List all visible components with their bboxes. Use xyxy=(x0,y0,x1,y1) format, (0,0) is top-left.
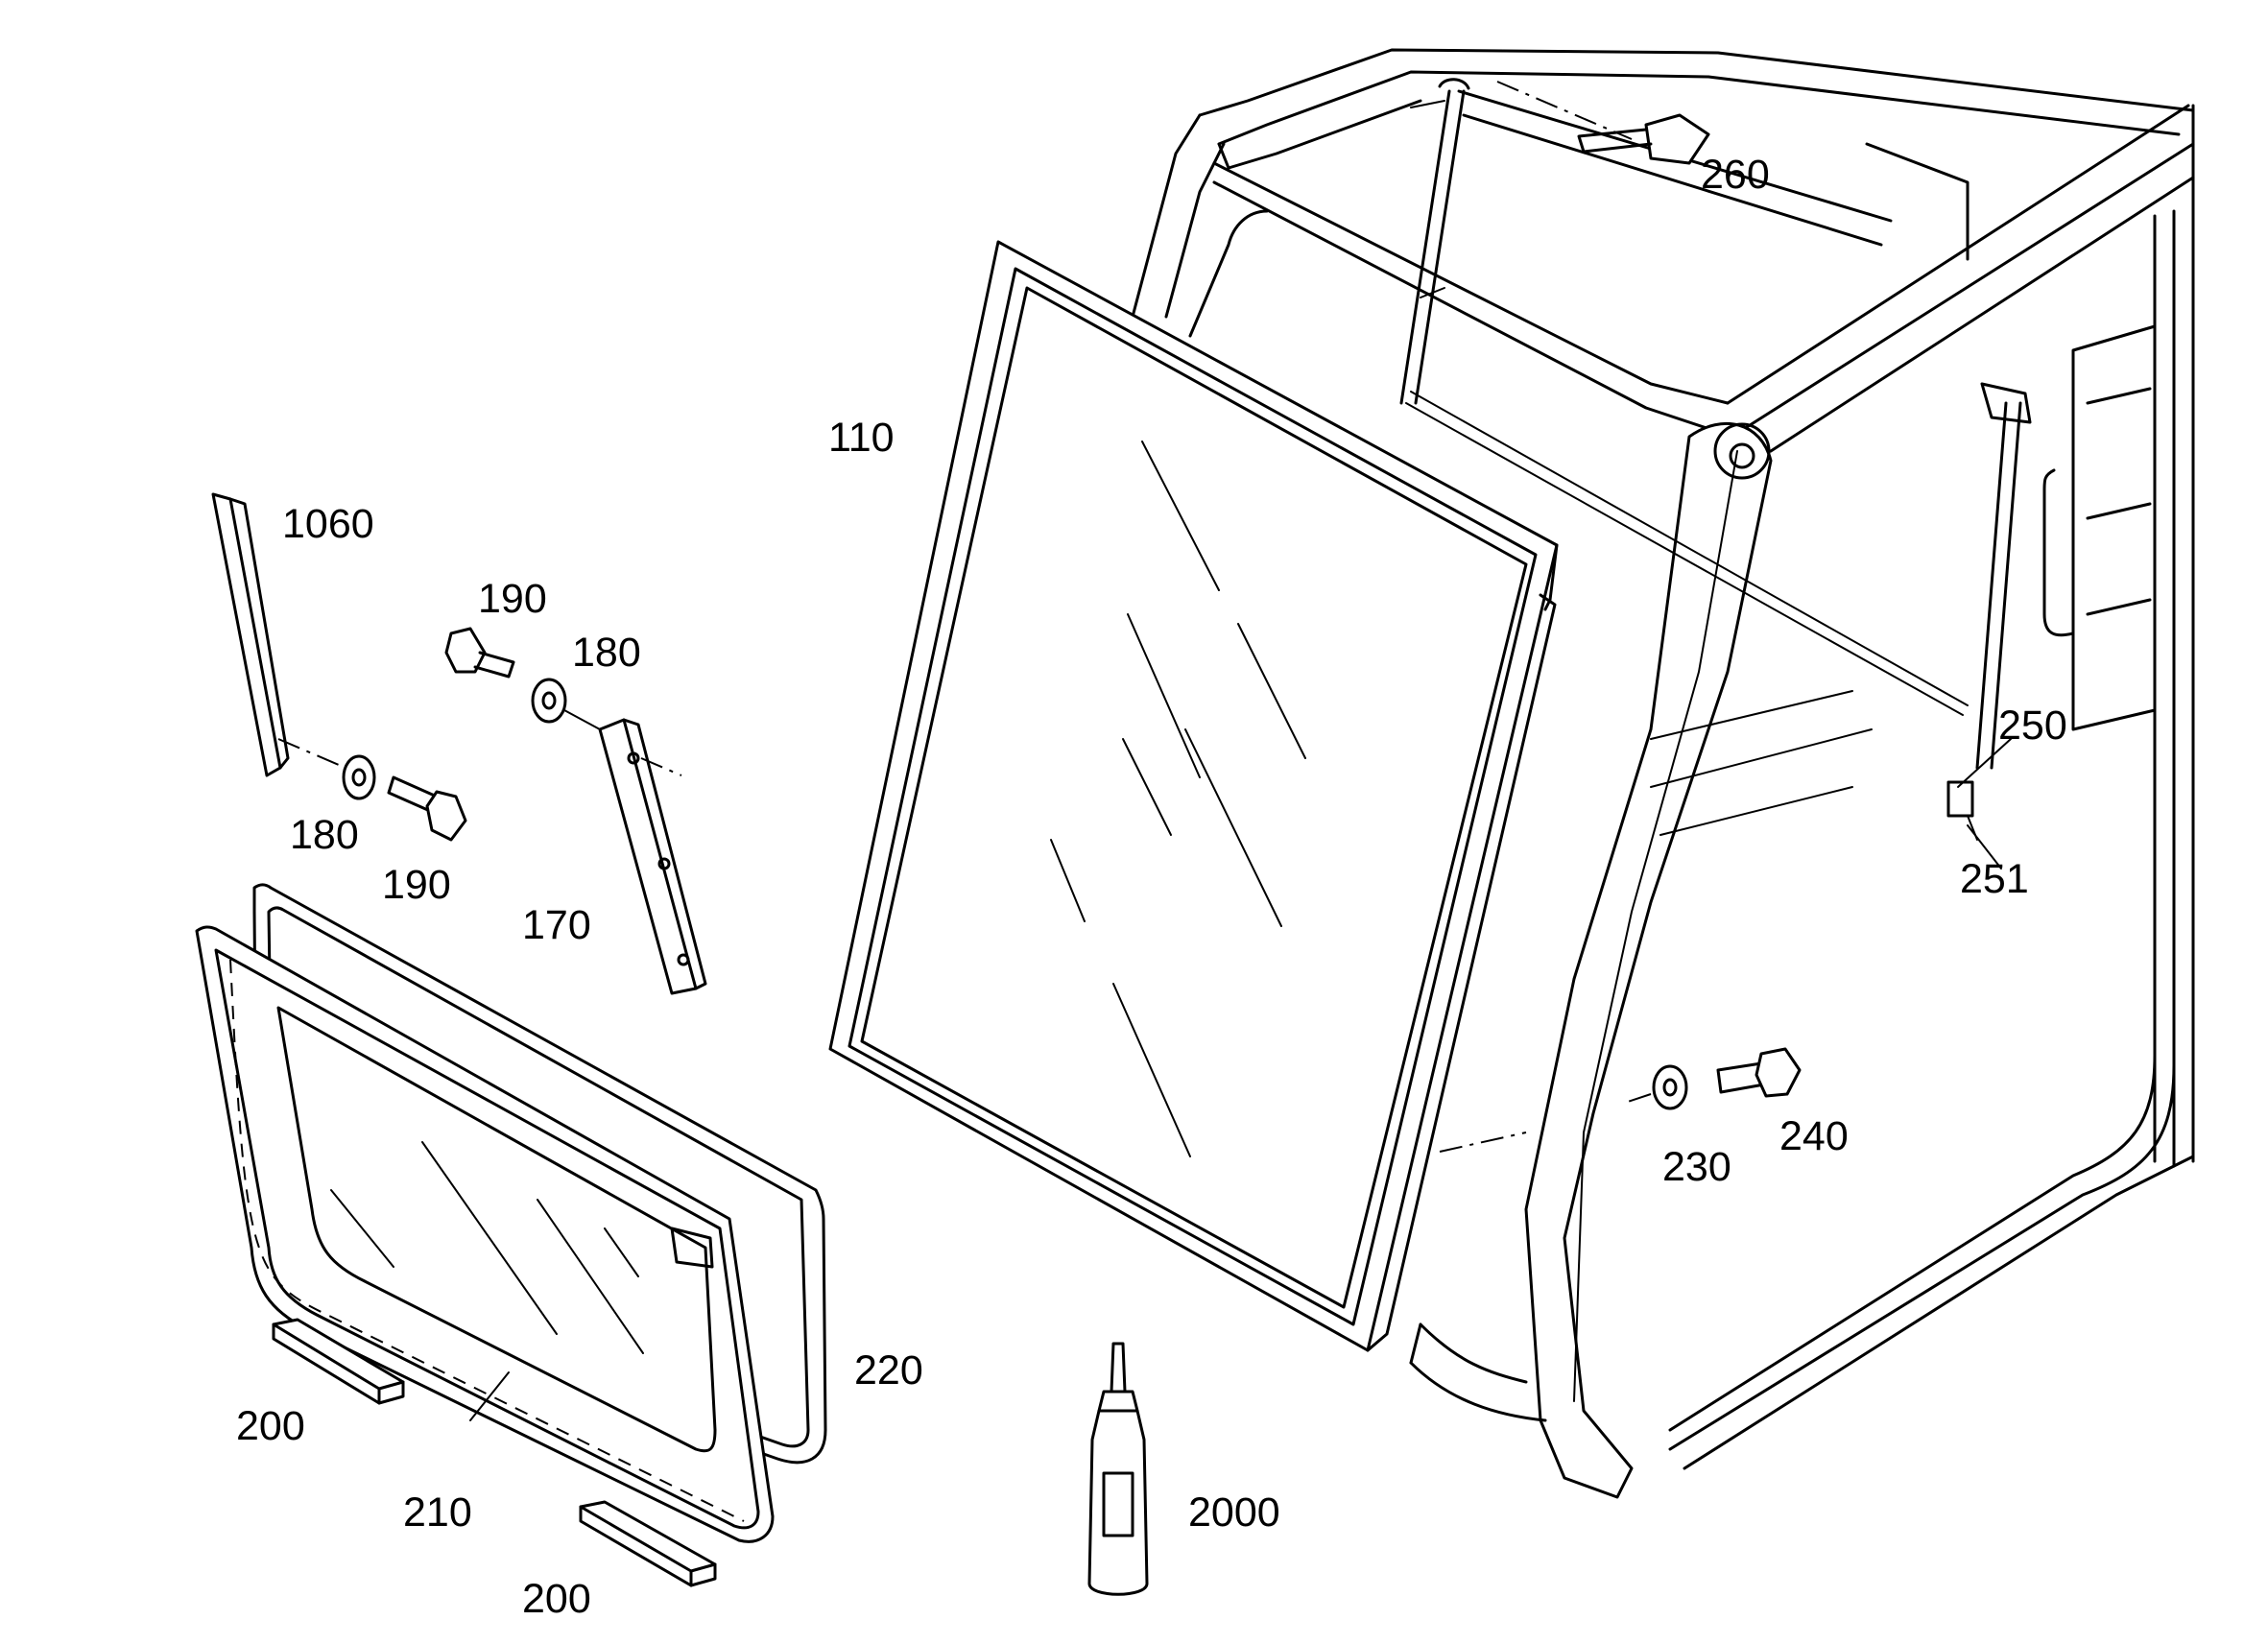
spacer-block-200-upper xyxy=(272,1318,405,1405)
washer-230 xyxy=(1621,1064,1688,1110)
adhesive-bottle-2000 xyxy=(1087,1342,1149,1596)
label-110: 110 xyxy=(828,415,895,461)
bracket-1060 xyxy=(211,492,346,777)
label-210: 210 xyxy=(403,1489,472,1536)
label-2000: 2000 xyxy=(1188,1489,1280,1536)
label-260: 260 xyxy=(1701,152,1770,198)
wiper-rod-assembly xyxy=(1399,78,2032,841)
label-230: 230 xyxy=(1662,1144,1731,1190)
label-240: 240 xyxy=(1779,1113,1849,1159)
bolt-240 xyxy=(1716,1047,1802,1098)
bolt-190-upper xyxy=(444,627,515,679)
bolt-260 xyxy=(1496,81,1710,165)
spacer-block-200-lower xyxy=(579,1500,717,1587)
label-220: 220 xyxy=(854,1347,923,1394)
label-200-upper: 200 xyxy=(236,1403,305,1449)
label-180-upper: 180 xyxy=(572,630,641,676)
washer-180-lower xyxy=(342,754,376,800)
label-1060: 1060 xyxy=(282,501,374,547)
washer-180-upper xyxy=(531,678,601,730)
leader-lines xyxy=(469,738,2012,1421)
bolt-190-lower xyxy=(387,775,467,842)
label-200-lower: 200 xyxy=(522,1576,591,1622)
label-250: 250 xyxy=(1998,703,2067,749)
cab-frame xyxy=(1131,48,2195,1499)
label-190-upper: 190 xyxy=(478,576,547,622)
label-170: 170 xyxy=(522,902,591,948)
windshield-110 xyxy=(828,240,1559,1352)
side-glass-210 xyxy=(195,925,775,1543)
label-190-lower: 190 xyxy=(382,862,451,908)
label-180-lower: 180 xyxy=(290,812,359,858)
label-251: 251 xyxy=(1960,856,2029,902)
bracket-170 xyxy=(598,718,707,995)
